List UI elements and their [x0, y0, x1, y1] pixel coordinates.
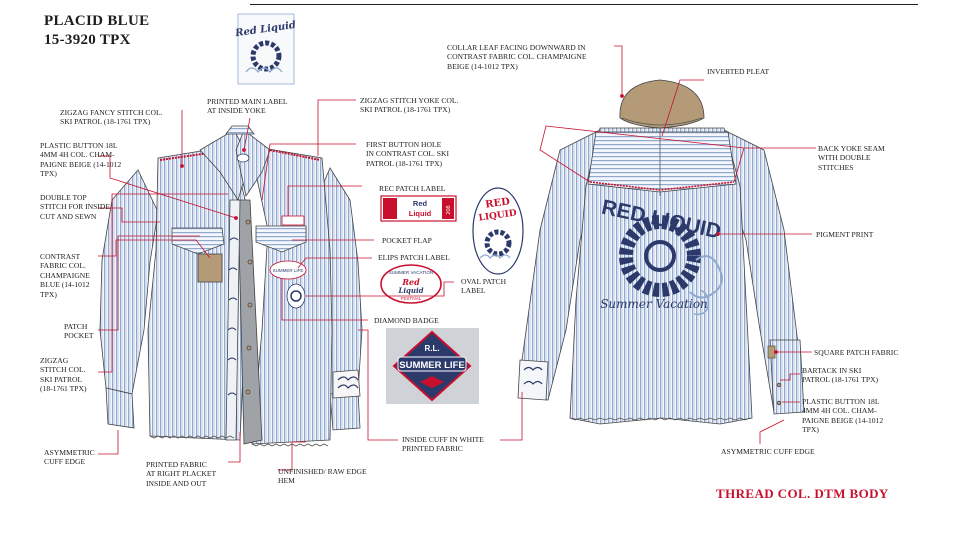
label-bartack: BARTACK IN SKI PATROL (18-1761 TPX) — [802, 366, 879, 385]
label-oval-patch: OVAL PATCH LABEL — [461, 277, 507, 296]
label-zigzag-fancy: ZIGZAG FANCY STITCH COL. SKI PATROL (18-… — [60, 108, 163, 127]
rec-patch-number: 208 — [446, 205, 452, 214]
diamond-badge-artwork: R.L. SUMMER LIFE — [386, 328, 479, 404]
color-name: PLACID BLUE — [44, 13, 150, 29]
ellips-brand-line2: Liquid — [397, 286, 423, 295]
front-shirt: SUMMER LIFE — [99, 125, 363, 447]
label-pigment-print: PIGMENT PRINT — [816, 230, 874, 239]
label-square-patch: SQUARE PATCH FABRIC — [814, 348, 899, 357]
ellips-bottom-text: FESTIVAL — [401, 296, 422, 301]
color-code: 15-3920 TPX — [44, 32, 131, 48]
label-unfinished-hem: UNFINISHED/ RAW EDGE HEM — [278, 467, 367, 486]
label-ellips-patch: ELIPS PATCH LABEL — [378, 253, 450, 262]
main-label-artwork: Red Liquid — [234, 13, 297, 85]
label-plastic-button-back: PLASTIC BUTTON 18L 4MM 4H COL. CHAM- PAI… — [802, 397, 884, 435]
label-zigzag-yoke: ZIGZAG STITCH YOKE COL. SKI PATROL (18-1… — [360, 96, 459, 115]
diamond-main-text: SUMMER LIFE — [399, 360, 464, 371]
oval-brand-line1: RED — [485, 196, 511, 210]
rec-patch-artwork: Red Liquid 208 — [380, 195, 457, 222]
label-asym-cuff-back: ASYMMETRIC CUFF EDGE — [721, 447, 815, 456]
back-print-script: Summer Vacation — [600, 297, 708, 311]
oval-patch-artwork: RED LIQUID — [472, 187, 524, 275]
label-diamond-badge: DIAMOND BADGE — [374, 316, 439, 325]
rec-patch-line1: Red — [413, 199, 428, 208]
leader-lines — [98, 45, 816, 471]
label-first-buttonhole: FIRST BUTTON HOLE IN CONTRAST COL. SKI P… — [366, 140, 449, 168]
label-inside-cuff: INSIDE CUFF IN WHITE PRINTED FABRIC — [402, 435, 484, 454]
ellips-brand-line1: Red — [401, 277, 420, 287]
label-patch-pocket: PATCH POCKET — [64, 322, 94, 341]
label-plastic-button-front: PLASTIC BUTTON 18L 4MM 4H COL. CHAM- PAI… — [40, 141, 122, 179]
ellips-top-text: SUMMER VACATION — [389, 270, 434, 275]
front-badge-text: SUMMER LIFE — [273, 268, 304, 273]
diamond-top-text: R.L. — [424, 344, 439, 353]
rec-patch-line2: Liquid — [409, 209, 432, 218]
label-inverted-pleat: INVERTED PLEAT — [707, 67, 770, 76]
ellips-patch-artwork: SUMMER VACATION Red Liquid FESTIVAL — [380, 264, 442, 304]
label-zigzag-stitch: ZIGZAG STITCH COL. SKI PATROL (18-1761 T… — [40, 356, 87, 394]
thread-color-note: THREAD COL. DTM BODY — [716, 486, 889, 501]
label-contrast-fabric: CONTRAST FABRIC COL. CHAMPAIGNE BLUE (14… — [40, 252, 90, 299]
back-shirt: RED LIQUID Summer Vacation — [517, 79, 805, 425]
label-pocket-flap: POCKET FLAP — [382, 236, 432, 245]
label-rec-patch: REC PATCH LABEL — [379, 184, 446, 193]
label-collar-leaf: COLLAR LEAF FACING DOWNWARD IN CONTRAST … — [447, 43, 587, 71]
label-back-yoke-seam: BACK YOKE SEAM WITH DOUBLE STITCHES — [818, 144, 885, 172]
header-rule — [250, 4, 918, 5]
label-asym-cuff-front: ASYMMETRIC CUFF EDGE — [44, 448, 95, 467]
label-double-top-stitch: DOUBLE TOP STITCH FOR INSIDE CUT AND SEW… — [40, 193, 111, 221]
label-main-label: PRINTED MAIN LABEL AT INSIDE YOKE — [207, 97, 288, 116]
label-printed-fabric-placket: PRINTED FABRIC AT RIGHT PLACKET INSIDE A… — [146, 460, 217, 488]
